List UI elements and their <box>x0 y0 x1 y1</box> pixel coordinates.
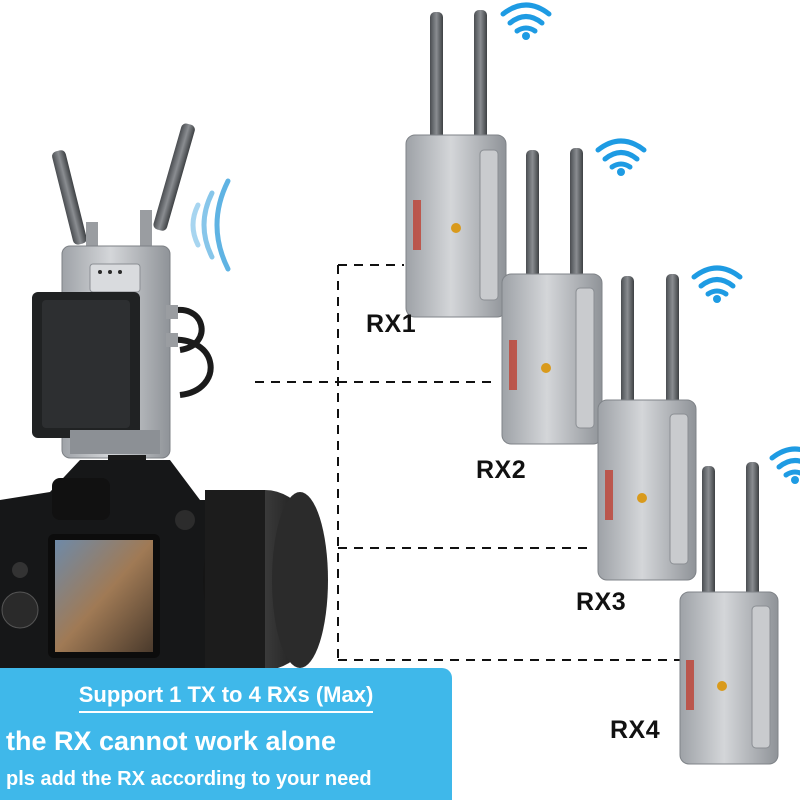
rx4-label: RX4 <box>610 716 661 744</box>
info-banner <box>0 668 452 800</box>
rx2-label: RX2 <box>476 456 527 484</box>
wifi-icon <box>769 446 800 484</box>
banner-line-2: the RX cannot work alone <box>6 726 337 756</box>
wifi-icon <box>595 138 647 176</box>
banner-headline-text: Support 1 TX to 4 RXs (Max) <box>78 682 374 713</box>
camera <box>0 455 328 670</box>
antenna-icon <box>52 123 195 250</box>
connection-lines <box>255 264 688 661</box>
receiver-rx4 <box>679 462 779 765</box>
signal-waves-icon <box>190 178 231 272</box>
rx3-label: RX3 <box>576 588 627 616</box>
transmitter-unit <box>32 123 214 459</box>
banner-headline: Support 1 TX to 4 RXs (Max) <box>0 682 452 713</box>
receiver-rx1 <box>405 10 507 318</box>
rx1-label: RX1 <box>366 310 417 338</box>
receiver-rx2 <box>501 148 603 445</box>
wifi-icon <box>691 265 743 303</box>
receiver-rx3 <box>597 274 697 581</box>
banner-line-3: pls add the RX according to your need <box>6 768 372 790</box>
wifi-icon <box>500 2 552 40</box>
